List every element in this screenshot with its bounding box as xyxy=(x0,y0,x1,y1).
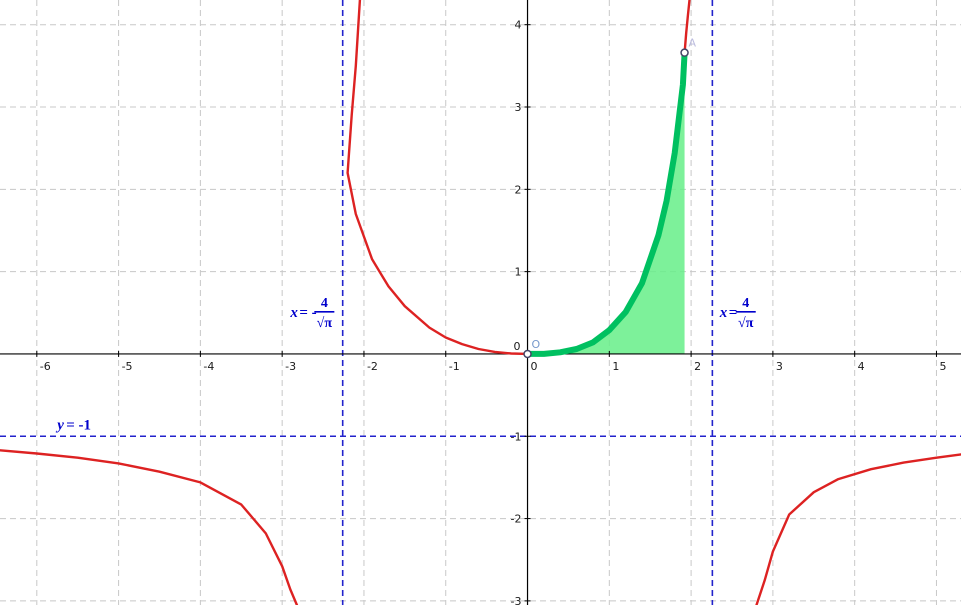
function-branch-1 xyxy=(0,449,299,605)
x-tick-label: -1 xyxy=(449,360,460,373)
point-label-O: O xyxy=(532,338,541,351)
y-tick-label: 2 xyxy=(515,183,522,196)
x-tick-label: -6 xyxy=(40,360,51,373)
annotations: x= -4√πx=4√πy= -1 xyxy=(55,296,756,434)
function-branch-4 xyxy=(755,453,961,605)
y-tick-label: -2 xyxy=(511,513,522,526)
highlighted-curve xyxy=(524,49,688,357)
y-tick-label: 0 xyxy=(514,340,521,353)
annotation-numerator: 4 xyxy=(742,296,749,311)
annotation-variable: x xyxy=(719,305,728,321)
x-tick-label: -4 xyxy=(203,360,214,373)
annotation-denominator: √π xyxy=(738,316,754,331)
point-label-A: A xyxy=(689,37,697,50)
point-A xyxy=(680,48,689,57)
y-tick-label: 1 xyxy=(515,266,522,279)
tick-labels: -6 -5 -4 -3 -2 -1 0 1 2 3 4 5 -3 -2 -1 0 1 2 3 4 xyxy=(40,19,947,605)
y-tick-label: 4 xyxy=(515,19,522,32)
point-O xyxy=(523,349,532,359)
annotation-denominator: √π xyxy=(317,316,333,331)
asymptote-horizontal: y= -1 xyxy=(55,418,91,434)
x-tick-label: -2 xyxy=(367,360,378,373)
x-tick-label: -3 xyxy=(285,360,296,373)
asymptote-left: x= - 4 √π xyxy=(289,296,335,331)
function-branch-3 xyxy=(683,0,691,54)
x-tick-label: 0 xyxy=(531,360,538,373)
annotation-variable: x xyxy=(289,305,298,321)
asymptote-right: x= 4 √π xyxy=(719,296,756,331)
x-tick-label: -5 xyxy=(122,360,133,373)
function-branch-2 xyxy=(346,0,529,356)
point-markers: OA xyxy=(523,37,697,359)
shaded-area xyxy=(527,52,685,354)
annotation-numerator: 4 xyxy=(321,296,328,311)
x-tick-label: 4 xyxy=(858,360,865,373)
y-tick-label: 3 xyxy=(515,101,522,114)
shaded-region-group xyxy=(527,52,685,354)
annotation-variable: y xyxy=(55,418,64,434)
annotation-text: = -1 xyxy=(66,418,91,434)
y-tick-label: -1 xyxy=(511,430,522,443)
x-tick-label: 5 xyxy=(939,360,946,373)
x-tick-label: 2 xyxy=(694,360,701,373)
x-tick-label: 1 xyxy=(612,360,619,373)
annotation-equals: = - xyxy=(299,305,316,321)
y-tick-label: -3 xyxy=(511,595,522,605)
annotation-equals: = xyxy=(729,305,738,321)
x-tick-label: 3 xyxy=(776,360,783,373)
